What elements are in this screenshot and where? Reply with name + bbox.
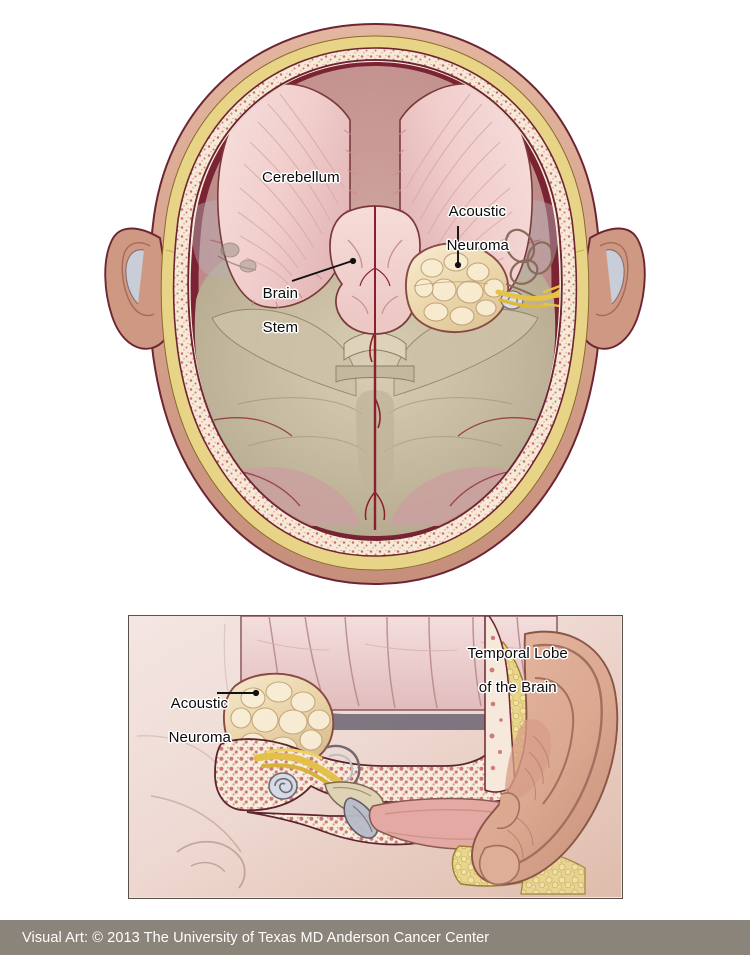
inner-ear-ossicles-cochlea (253, 744, 385, 839)
external-ear-pinna (471, 630, 619, 886)
leader-lines-axial (291, 226, 462, 282)
scalp-strip (484, 616, 516, 793)
acoustic-neuroma-leader-dot (454, 261, 462, 269)
axial-skull-drawing (104, 22, 646, 586)
footer-credit-text: Visual Art: © 2013 The University of Tex… (22, 929, 490, 946)
cochlea-icon (268, 772, 298, 800)
inner-ear-structures-left (217, 242, 257, 273)
panel-axial-skull-view: Cerebellum Acoustic Neuroma Brain Stem (104, 22, 646, 586)
brain-stem-leader-dot (349, 257, 357, 265)
brain-stem-leader-line (291, 260, 353, 282)
cerebellum-left-hemisphere (216, 83, 358, 309)
acoustic-neuroma-tumor-axial (404, 242, 510, 334)
intracranial-cavity (190, 62, 560, 540)
footer-bar: Visual Art: © 2013 The University of Tex… (0, 920, 750, 955)
inner-ear-structures-right (495, 228, 560, 310)
panel-coronal-ear-view: Temporal Lobe of the Brain Acoustic Neur… (128, 615, 623, 899)
brain-stem-structure (329, 205, 421, 335)
leader-line-acoustic-neuroma-coronal (217, 689, 260, 697)
coronal-ear-drawing (129, 616, 621, 897)
cranium-inner-outline (187, 59, 563, 541)
